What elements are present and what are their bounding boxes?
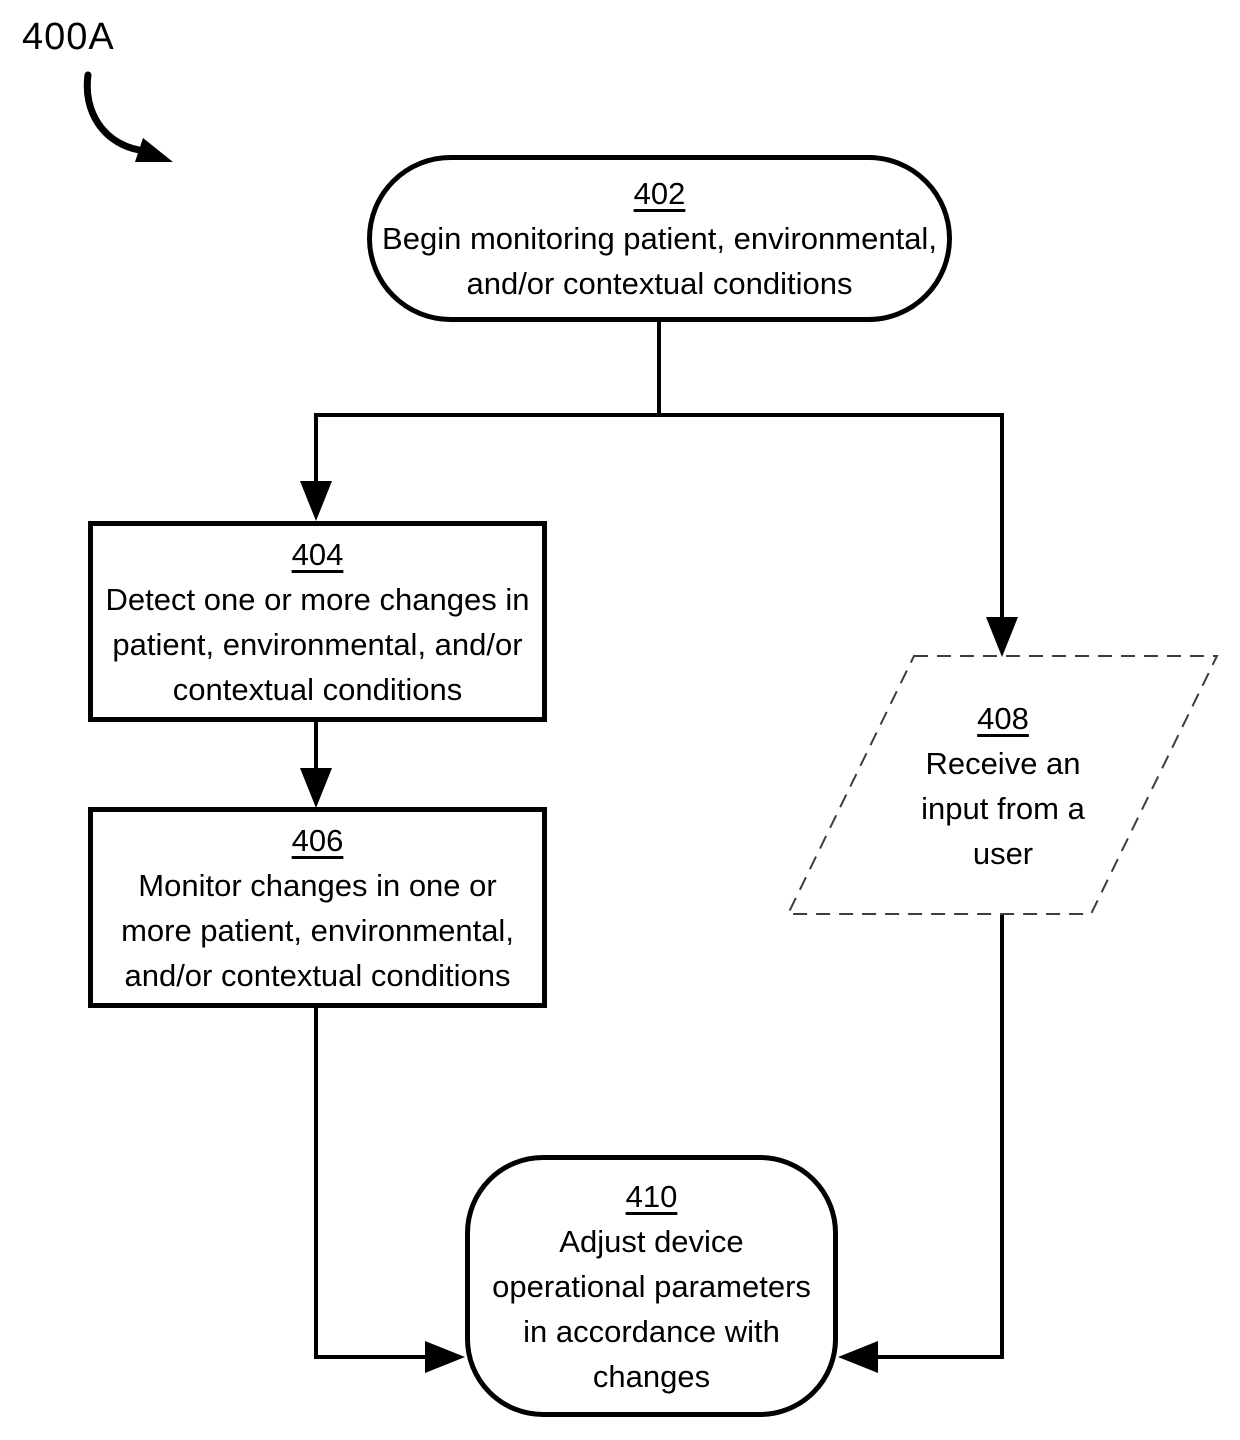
edge-branch-left-vertical — [314, 413, 318, 483]
node-410-text: Adjust device operational parameters in … — [492, 1223, 811, 1394]
edge-408-410-horizontal — [876, 1355, 1004, 1359]
edge-branch-horizontal — [314, 413, 1004, 417]
node-404-id: 404 — [291, 536, 344, 572]
arrowhead-into-406 — [300, 768, 332, 808]
node-408-text: Receive an input from a user — [921, 745, 1085, 871]
edge-408-410-vertical — [1000, 915, 1004, 1359]
node-406-id: 406 — [291, 822, 344, 858]
node-408: 408 Receive an input from a user — [787, 655, 1219, 916]
node-402-text: Begin monitoring patient, environmental,… — [382, 221, 937, 301]
edge-branch-right-vertical — [1000, 413, 1004, 619]
edge-406-410-horizontal — [314, 1355, 427, 1359]
arrowhead-into-404 — [300, 481, 332, 521]
node-410: 410 Adjust device operational parameters… — [465, 1155, 838, 1417]
edge-402-stub — [657, 320, 661, 415]
node-404-text: Detect one or more changes in patient, e… — [105, 581, 530, 707]
node-410-id: 410 — [625, 1178, 678, 1214]
node-402-id: 402 — [633, 176, 686, 211]
arrowhead-into-408 — [986, 617, 1018, 657]
node-406-text: Monitor changes in one or more patient, … — [121, 867, 514, 993]
curved-arrow-icon — [83, 71, 173, 162]
arrowhead-into-410-right — [838, 1341, 878, 1373]
edge-406-410-vertical — [314, 1006, 318, 1359]
arrowhead-into-410-left — [425, 1341, 465, 1373]
node-408-id: 408 — [977, 700, 1029, 736]
edge-404-406 — [314, 720, 318, 770]
node-406: 406 Monitor changes in one or more patie… — [88, 807, 547, 1008]
node-402: 402 Begin monitoring patient, environmen… — [367, 155, 952, 322]
figure-label: 400A — [22, 16, 115, 58]
node-404: 404 Detect one or more changes in patien… — [88, 521, 547, 722]
